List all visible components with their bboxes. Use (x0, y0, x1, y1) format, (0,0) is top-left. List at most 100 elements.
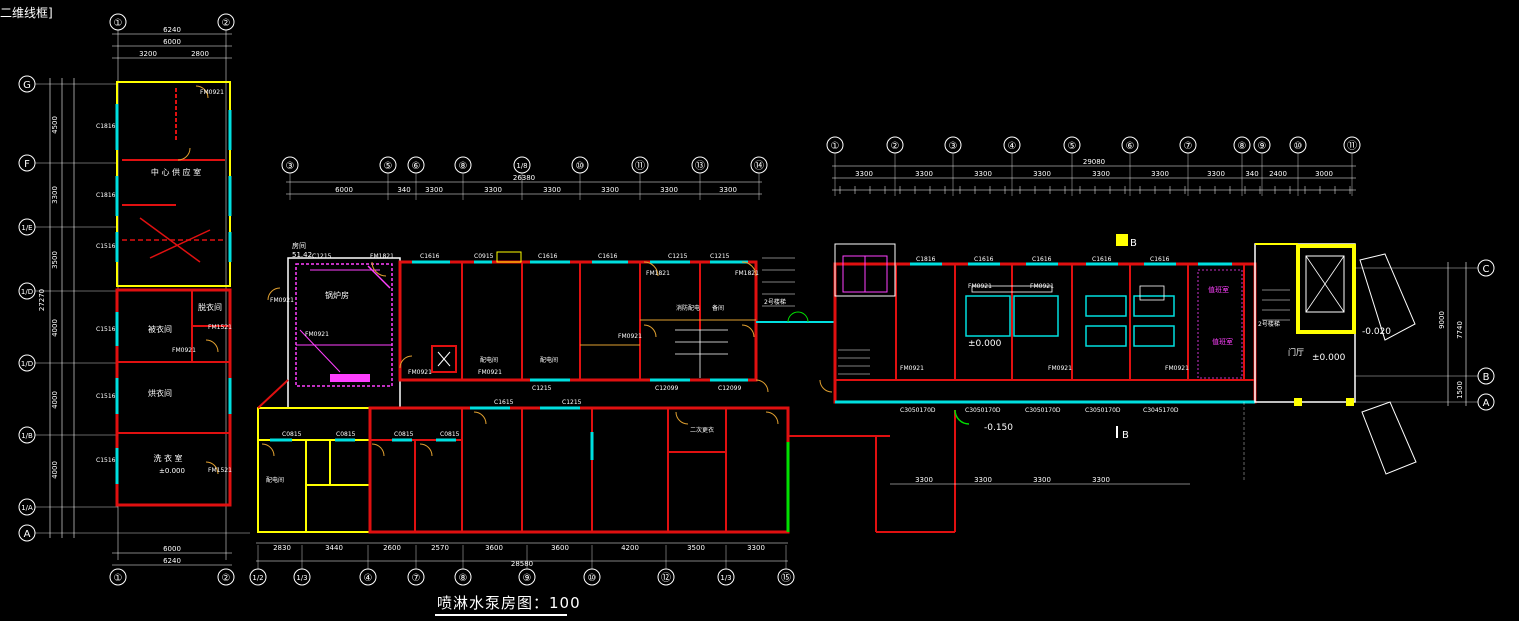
level-label: -0.020 (1362, 327, 1391, 337)
mid-bottom-axis-label: ⑮ (781, 572, 791, 584)
right-top-axis-label: ⑪ (1347, 140, 1357, 152)
right-side-axis-label: B (1483, 372, 1490, 383)
viewport-label: 二维线框] (0, 6, 53, 20)
mid-top-dim: 3300 (425, 186, 443, 194)
mid-bottom-axis-label: ⑩ (588, 573, 597, 584)
right-top-axis-label: ⑥ (1126, 141, 1135, 152)
level-label: ±0.000 (968, 339, 1002, 349)
door-tag: FM0921 (1165, 365, 1189, 372)
mid-bottom-axis-label: ⑨ (523, 573, 532, 584)
corridor-stair (762, 257, 795, 307)
window-tag: C3050170D (1085, 407, 1121, 414)
window-tag: C1816 (96, 192, 116, 199)
window-tag: C1516 (96, 326, 116, 333)
mid-bottom-dim: 3440 (325, 544, 343, 552)
room-label-stair: 消防配电 (676, 304, 700, 312)
left-side-axis-label: A (24, 529, 31, 540)
door-tag: FM1821 (370, 253, 394, 260)
room-label-second-change: 二次更衣 (690, 426, 714, 434)
door-tag: FM0921 (478, 369, 502, 376)
left-top-dim: 2800 (191, 50, 209, 58)
window-tag: C12099 (655, 385, 678, 392)
mid-top-axis-2: ⑥ (407, 156, 425, 200)
mid-bottom-dim: 3600 (551, 544, 569, 552)
window-tag: C0815 (440, 431, 460, 438)
mid-bottom-dim: 3300 (747, 544, 765, 552)
mid-bottom-axis-label: 1/2 (252, 574, 263, 582)
left-side-axis-label: 1/B (21, 432, 33, 440)
left-side-dim-total: 27270 (38, 289, 46, 311)
window-tag: C3050170D (900, 407, 936, 414)
left-side-axis-1B: 1/B (18, 426, 36, 444)
right-top-axis-10: ⑪ (1343, 136, 1361, 196)
mid-bottom-axis-1: 1/3 (293, 545, 311, 586)
mid-top-dim: 340 (397, 186, 410, 194)
drawing-title: 喷淋水泵房图：100 (437, 594, 581, 612)
left-side-axis-G: G (18, 75, 36, 93)
drawing-title-underline (435, 614, 567, 616)
stair-label: 2号楼梯 (764, 298, 786, 306)
right-top-dim: 3300 (915, 170, 933, 178)
mid-bottom-axis-3: ⑦ (407, 545, 425, 586)
mid-top-axis-5: ⑩ (571, 156, 589, 200)
central-supply-outline (116, 81, 231, 287)
left-side-axis-1D-2: 1/D (18, 354, 36, 372)
mid-top-axis-label: ⑬ (695, 160, 705, 172)
door-tag: FM1821 (646, 270, 670, 277)
room-label-wash: 被衣间 (148, 324, 172, 334)
left-side-axis-label: 1/D (21, 288, 33, 296)
mid-top-dim: 3300 (543, 186, 561, 194)
left-side-dim: 4000 (51, 461, 59, 479)
mid-bottom-axis-4: ⑧ (454, 545, 472, 586)
stair-label: 2号楼梯 (1258, 320, 1280, 328)
mid-top-axis-7: ⑬ (691, 156, 709, 200)
mid-bottom-dim: 2830 (273, 544, 291, 552)
left-side-axis-label: G (23, 80, 31, 91)
window-tag: C12099 (718, 385, 741, 392)
window-tag: C1215 (532, 385, 552, 392)
window-tag: C3045170D (1143, 407, 1179, 414)
mid-top-axis-label: ③ (286, 161, 295, 172)
right-bottom-dim: 3300 (1092, 476, 1110, 484)
window-tag: C1215 (668, 253, 688, 260)
mid-top-axis-0: ③ (281, 156, 299, 200)
level-label: ±0.000 (159, 467, 185, 475)
window-tag: C1816 (96, 123, 116, 130)
mid-bottom-axis-label: ⑫ (661, 572, 671, 584)
left-side-axis-label: 1/D (21, 360, 33, 368)
window-tag: C1616 (1032, 256, 1052, 263)
room-label-magenta: 值班室 (1212, 337, 1233, 346)
mid-top-axis-8: ⑭ (750, 156, 768, 200)
door-tag: FM0921 (200, 89, 224, 96)
window-tag: C1616 (538, 253, 558, 260)
window-tag: C1616 (974, 256, 994, 263)
restroom-fixtures (965, 285, 1175, 347)
window-tag: C1616 (420, 253, 440, 260)
left-block: ① ② 6240 6000 3200 2800 G F 1/E 1 (18, 13, 250, 586)
room-label: 房间 (292, 241, 306, 250)
mid-bottom-axis-7: ⑫ (657, 545, 675, 586)
room-label-central-supply: 中 心 供 应 室 (151, 167, 201, 177)
right-side-axis-label: C (1483, 264, 1490, 275)
right-side-axis-label: A (1483, 398, 1490, 409)
room-label-power: 配电间 (540, 356, 558, 364)
right-top-axis-label: ① (831, 141, 840, 152)
left-side-axis-label: F (24, 159, 30, 170)
right-top-axis-2: ③ (944, 136, 962, 196)
door-tag: FM0921 (618, 333, 642, 340)
room-label-spare: 备间 (712, 304, 724, 312)
mid-top-axis-label: ⑥ (412, 161, 421, 172)
boiler-room-label: 锅炉房 (325, 290, 349, 300)
room-label-power: 配电间 (480, 356, 498, 364)
left-bottom-axis-label: ② (222, 573, 231, 584)
window-tag: C1816 (916, 256, 936, 263)
hall-stair (1262, 289, 1290, 321)
right-top-axis-label: ⑩ (1294, 141, 1303, 152)
mid-top-axis-3: ⑧ (454, 156, 472, 200)
mid-bottom-axis-6: ⑩ (583, 545, 601, 586)
mid-bottom-axis-0: 1/2 (249, 545, 267, 586)
right-top-axis-label: ⑦ (1184, 141, 1193, 152)
mid-top-dim: 3300 (719, 186, 737, 194)
